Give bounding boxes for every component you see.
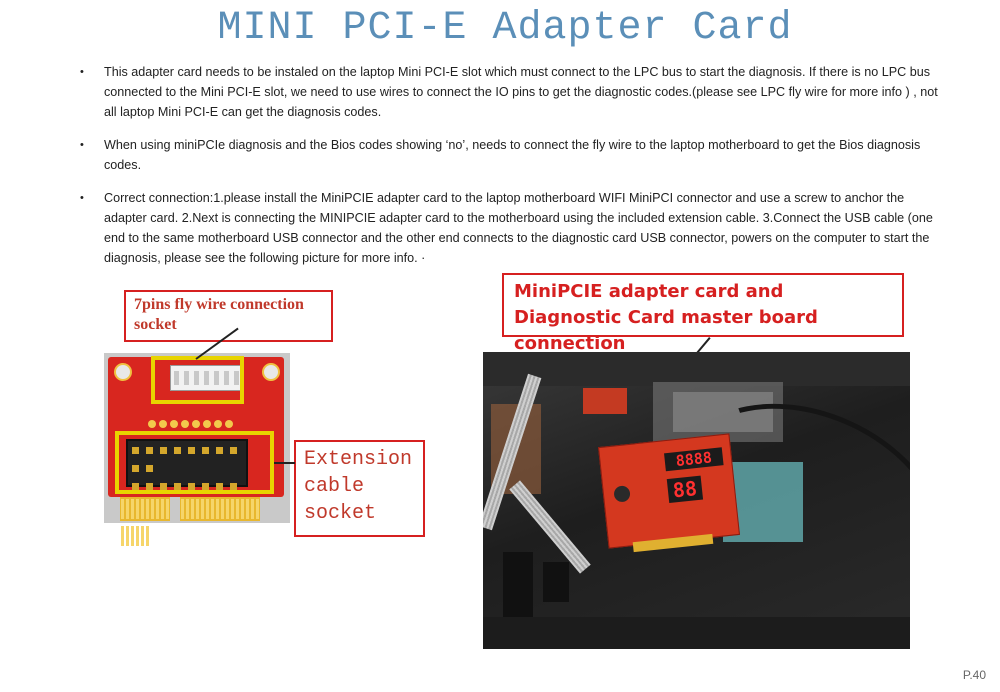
bullet-item: • This adapter card needs to be instaled… [80, 62, 950, 122]
fly-wire-highlight [151, 356, 244, 404]
fly-wire-socket [170, 365, 242, 391]
extension-callout: Extension cable socket [294, 440, 425, 537]
bullet-text: This adapter card needs to be instaled o… [104, 65, 938, 119]
gold-finger-edge [120, 497, 260, 546]
mounting-hole [114, 363, 132, 381]
bullet-text: Correct connection:1.please install the … [104, 191, 933, 265]
extension-cable-socket [126, 439, 248, 508]
fly-wire-callout: 7pins fly wire connection socket [124, 290, 333, 342]
extension-leader [274, 462, 295, 464]
minipcie-adapter [583, 388, 627, 414]
mounting-hole [262, 363, 280, 381]
adapter-card-pcb [108, 357, 284, 508]
bullet-text: When using miniPCIe diagnosis and the Bi… [104, 138, 921, 172]
bullet-list: • This adapter card needs to be instaled… [80, 62, 950, 281]
bullet-symbol: • [80, 66, 84, 78]
bullet-item: • When using miniPCIe diagnosis and the … [80, 135, 950, 175]
foam-block [543, 562, 569, 602]
buzzer [613, 485, 631, 503]
laptop-chassis-edge [483, 352, 910, 386]
key-notch [170, 497, 180, 523]
extension-highlight [115, 431, 274, 494]
bullet-symbol: • [80, 192, 84, 204]
solder-pads [148, 415, 248, 431]
page-number: P.40 [962, 668, 986, 682]
bullet-item: • Correct connection:1.please install th… [80, 188, 950, 268]
page-title: MINI PCI-E Adapter Card [217, 6, 793, 51]
adapter-card-photo [104, 353, 290, 546]
diagnostic-setup-photo: 8888 88 [483, 352, 910, 649]
chassis-bottom [483, 617, 910, 649]
master-callout: MiniPCIE adapter card and Diagnostic Car… [502, 273, 904, 354]
bullet-symbol: • [80, 139, 84, 151]
chassis-panel [673, 392, 773, 432]
foam-block [503, 552, 533, 622]
